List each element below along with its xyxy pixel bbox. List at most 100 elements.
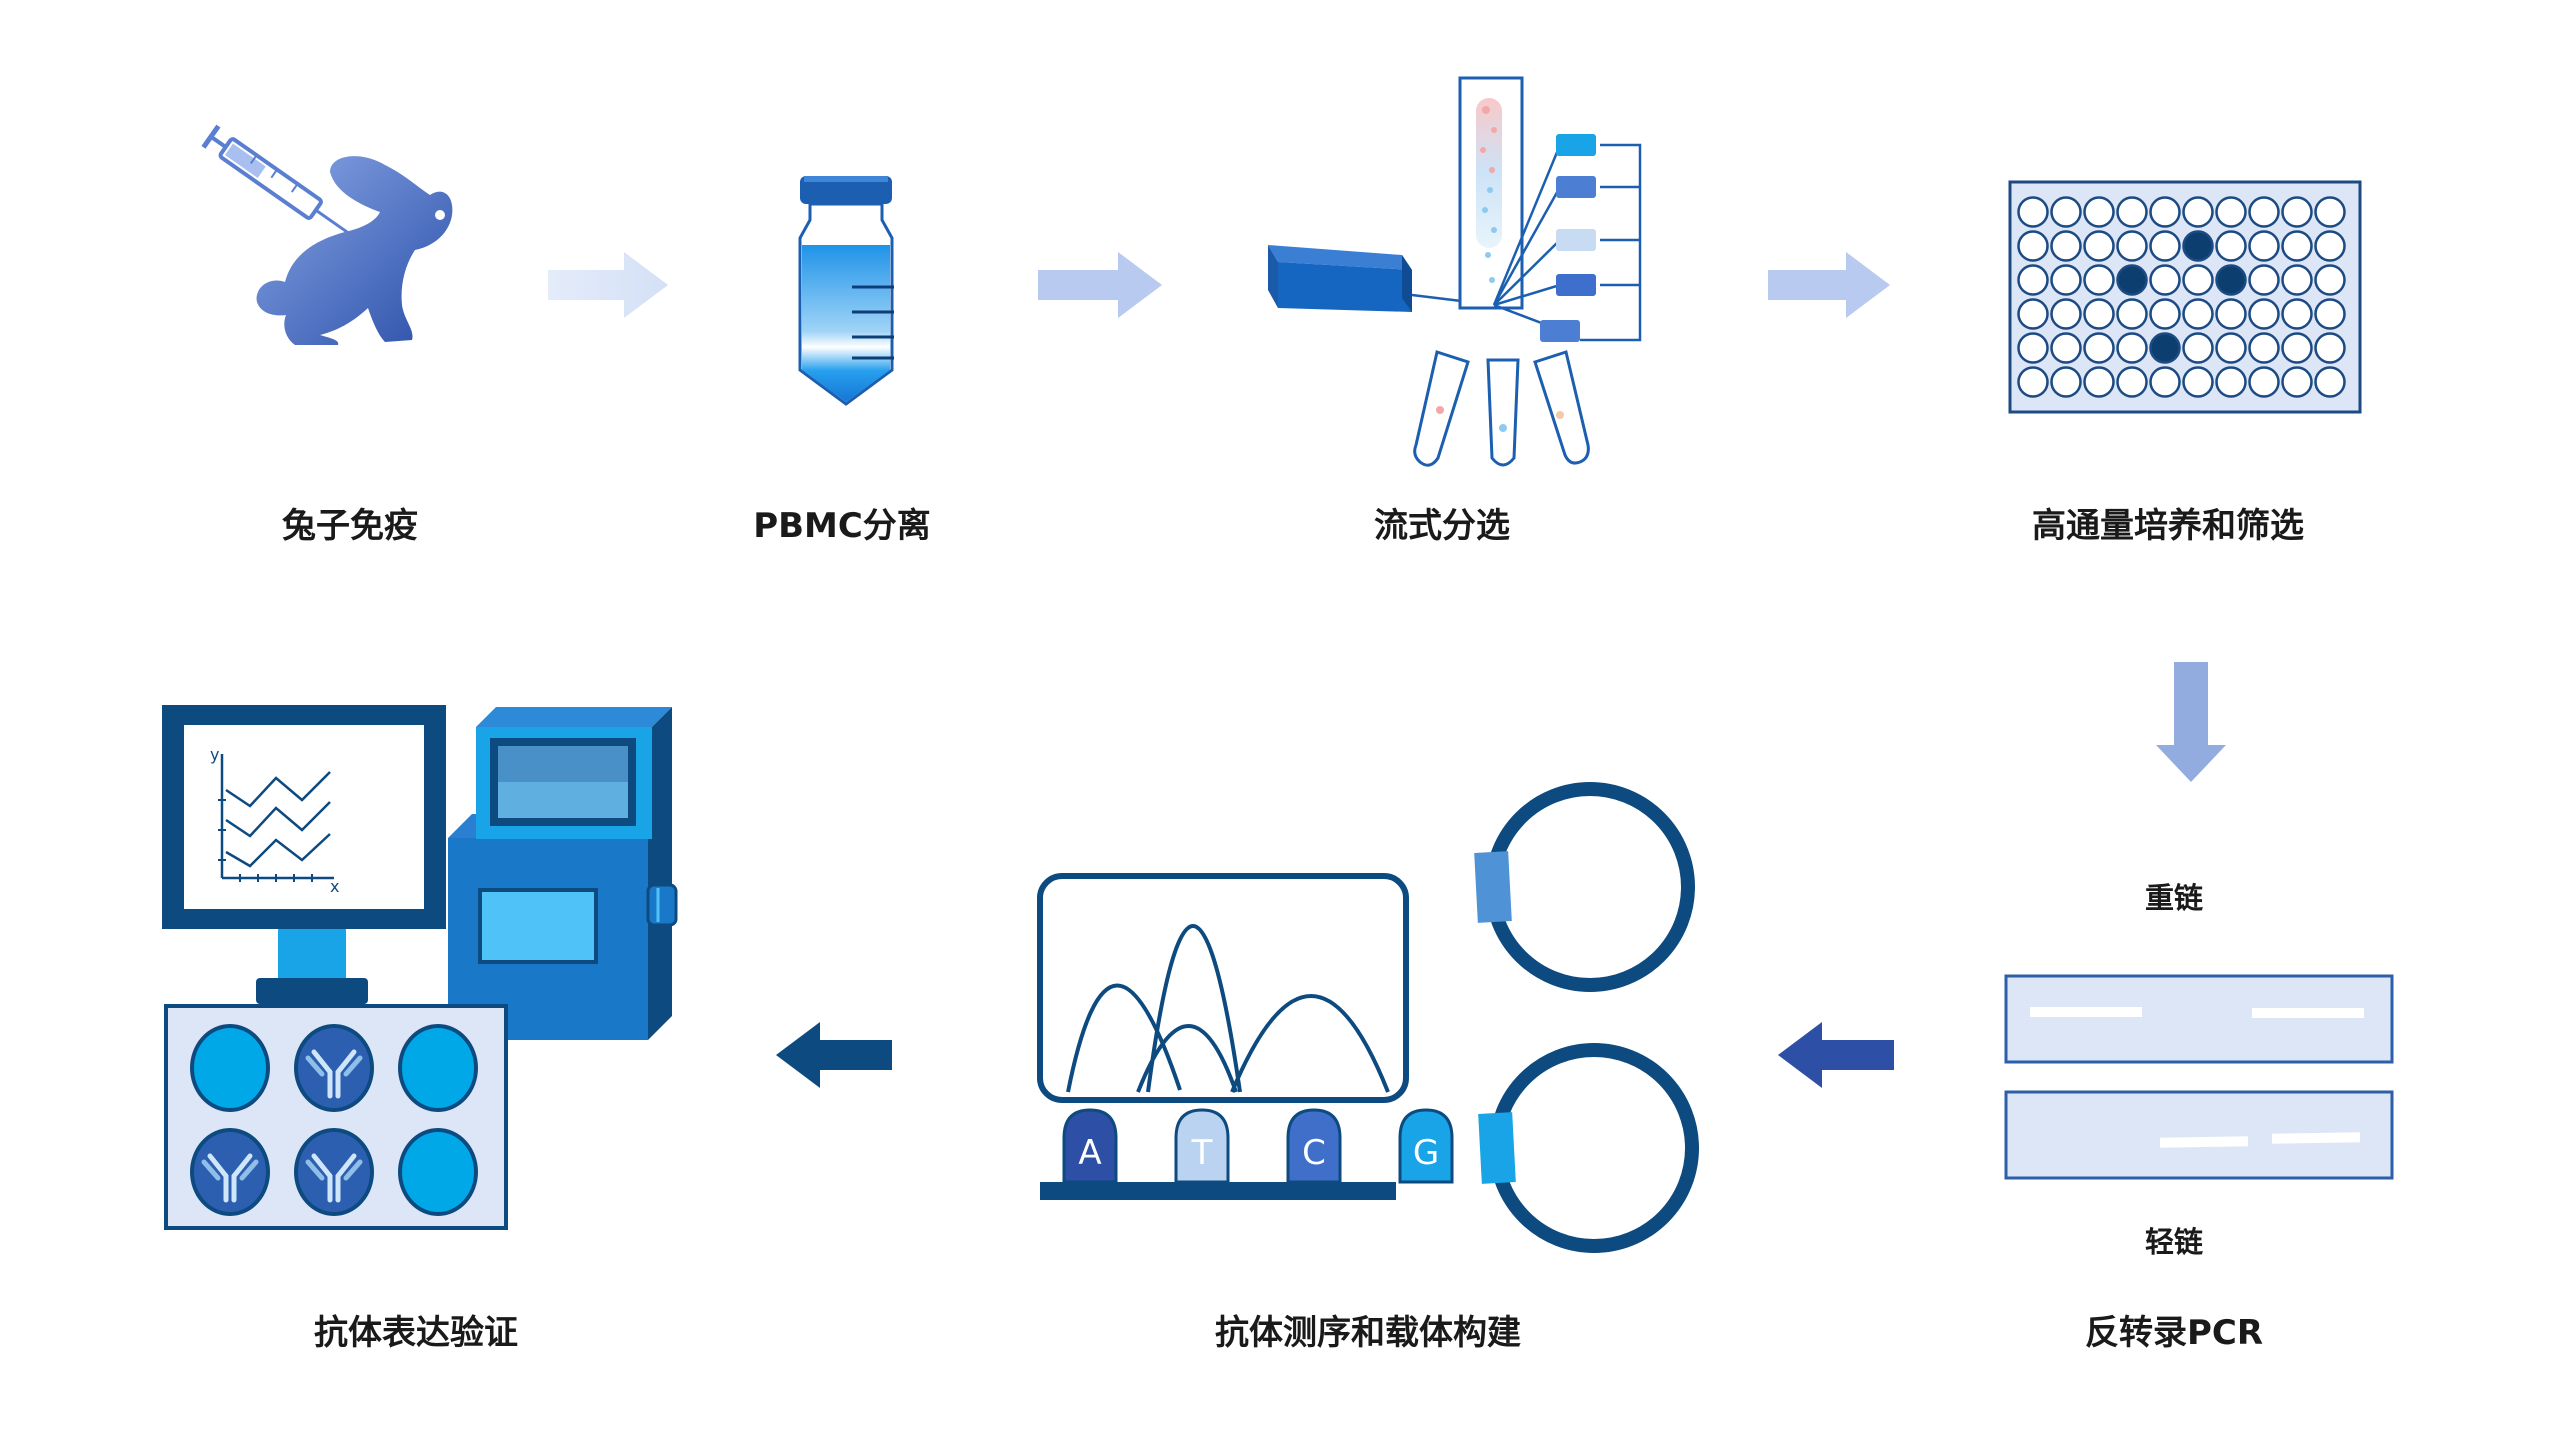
well <box>2116 230 2148 262</box>
well <box>2182 298 2214 330</box>
well <box>2215 298 2247 330</box>
well <box>2050 366 2082 398</box>
well <box>2314 366 2346 398</box>
arrow-left-1 <box>1778 1022 1894 1088</box>
well <box>2281 298 2313 330</box>
well <box>2050 332 2082 364</box>
well <box>2281 230 2313 262</box>
well <box>2149 230 2181 262</box>
well <box>2248 366 2280 398</box>
well <box>2182 332 2214 364</box>
laser-icon <box>1268 245 1495 312</box>
antibody-well <box>398 1024 478 1112</box>
well <box>2083 264 2115 296</box>
well <box>2083 366 2115 398</box>
antibody-well <box>294 1128 374 1216</box>
well <box>2248 298 2280 330</box>
well <box>2083 230 2115 262</box>
bioreactor-icon <box>448 707 678 1040</box>
well <box>2116 264 2148 296</box>
well <box>2314 230 2346 262</box>
well <box>2215 264 2247 296</box>
well <box>2215 196 2247 228</box>
well <box>2281 264 2313 296</box>
well <box>2017 196 2049 228</box>
arrow-right-1 <box>548 252 668 318</box>
well <box>2050 196 2082 228</box>
syringe-icon <box>201 124 350 235</box>
graph-x-axis-label: x <box>330 877 339 896</box>
antibody-well <box>190 1024 270 1112</box>
well <box>2182 230 2214 262</box>
well <box>2017 332 2049 364</box>
base-label-g: G <box>1413 1133 1439 1173</box>
antibody-plate-icon <box>164 1004 508 1230</box>
antibody-icon <box>305 1153 363 1203</box>
well <box>2149 264 2181 296</box>
well <box>2149 366 2181 398</box>
step-label-sequencing: 抗体测序和载体构建 <box>1215 1313 1521 1353</box>
well <box>2050 264 2082 296</box>
well <box>2182 366 2214 398</box>
well <box>2248 230 2280 262</box>
base-block-a <box>1062 1108 1118 1184</box>
well <box>2116 298 2148 330</box>
base-block-g <box>1398 1108 1454 1184</box>
well <box>2215 366 2247 398</box>
well <box>2017 298 2049 330</box>
base-label-a: A <box>1078 1133 1101 1173</box>
well <box>2215 332 2247 364</box>
well <box>2215 230 2247 262</box>
well <box>2248 332 2280 364</box>
step-label-rabbit: 兔子免疫 <box>282 506 418 546</box>
well <box>2083 196 2115 228</box>
step-label-expression: 抗体表达验证 <box>314 1313 518 1353</box>
step-label-culture: 高通量培养和筛选 <box>2032 506 2304 546</box>
well <box>2116 332 2148 364</box>
light-chain-label: 轻链 <box>2145 1225 2203 1259</box>
arrow-left-2 <box>776 1022 892 1088</box>
antibody-well <box>294 1024 374 1112</box>
rabbit-icon <box>256 156 453 345</box>
well <box>2182 196 2214 228</box>
arrow-down-1 <box>2156 662 2226 782</box>
well <box>2017 230 2049 262</box>
well <box>2314 264 2346 296</box>
flow-cytometer-icon <box>1268 76 1642 467</box>
tube-icon <box>798 176 894 406</box>
well <box>2149 332 2181 364</box>
base-label-c: C <box>1302 1133 1326 1173</box>
plasmid-icon <box>1474 782 1695 992</box>
antibody-icon <box>201 1153 259 1203</box>
well <box>2314 196 2346 228</box>
antibody-icon <box>305 1049 363 1099</box>
well <box>2017 264 2049 296</box>
well <box>2182 264 2214 296</box>
step-label-rtpcr: 反转录PCR <box>2085 1313 2263 1353</box>
well <box>2248 264 2280 296</box>
graph-y-axis-label: y <box>210 745 219 764</box>
well <box>2050 230 2082 262</box>
base-label-t: T <box>1191 1133 1213 1173</box>
step-label-flow: 流式分选 <box>1374 506 1510 546</box>
well <box>2050 298 2082 330</box>
well-plate-icon <box>2008 180 2362 414</box>
antibody-well <box>398 1128 478 1216</box>
well <box>2116 366 2148 398</box>
base-block-t <box>1174 1108 1230 1184</box>
well <box>2116 196 2148 228</box>
base-block-c <box>1286 1108 1342 1184</box>
step-label-pbmc: PBMC分离 <box>753 506 931 546</box>
heavy-chain-label: 重链 <box>2145 881 2203 915</box>
well <box>2314 298 2346 330</box>
well <box>2248 196 2280 228</box>
plasmid-icon <box>1478 1043 1699 1253</box>
well <box>2314 332 2346 364</box>
gel-icon <box>2004 974 2394 1180</box>
well <box>2083 332 2115 364</box>
monitor-icon: y x <box>162 705 446 1004</box>
arrow-right-3 <box>1768 252 1890 318</box>
well <box>2281 332 2313 364</box>
